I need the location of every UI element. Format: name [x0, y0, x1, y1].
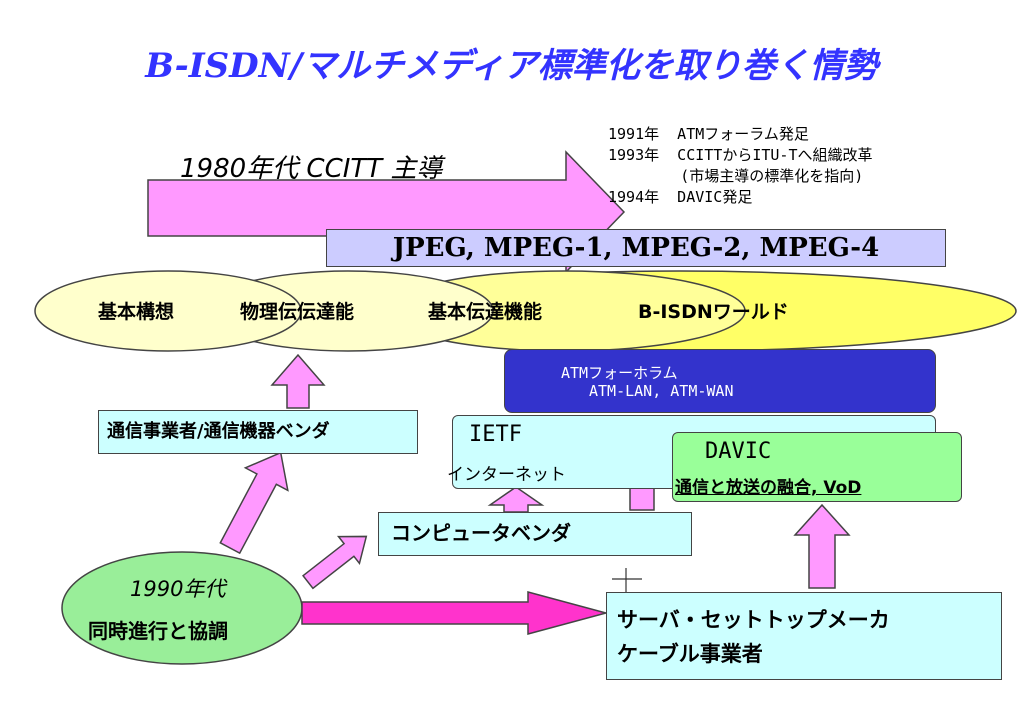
atm-line2: ATM-LAN, ATM-WAN	[589, 382, 734, 400]
era-1990-sub-label: 同時進行と協調	[88, 619, 228, 643]
up-arrow-davic	[793, 503, 851, 589]
concept-ellipse	[34, 270, 302, 352]
server-line2: ケーブル事業者	[617, 642, 763, 666]
internet-label: インターネット	[447, 465, 566, 485]
history-item: (市場主導の標準化を指向)	[608, 167, 864, 185]
davic-label: DAVIC	[705, 439, 772, 464]
diagonal-arrow-computer	[302, 535, 368, 590]
era-1990-label: 1990年代	[130, 577, 226, 601]
physical-label: 物理伝伝達能	[240, 301, 355, 323]
history-item: 1993年 CCITTからITU-Tへ組織改革	[608, 146, 873, 164]
carrier-vendor-box: 通信事業者/通信機器ベンダ	[98, 410, 418, 454]
concept-label: 基本構想	[98, 301, 175, 323]
atm-forum-box: ATMフォーホラム ATM-LAN, ATM-WAN	[504, 349, 936, 413]
basic-function-label: 基本伝達機能	[428, 301, 543, 323]
computer-vendor-box: コンピュータベンダ	[378, 512, 692, 556]
ietf-label: IETF	[469, 422, 522, 447]
history-item: 1991年 ATMフォーラム発足	[608, 125, 809, 143]
era-1980-label: 1980年代 CCITT 主導	[180, 154, 443, 184]
atm-line1: ATMフォーホラム	[561, 364, 678, 382]
server-maker-box: サーバ・セットトップメーカ ケーブル事業者	[606, 592, 1002, 680]
history-item: 1994年 DAVIC発足	[608, 188, 753, 206]
b-isdn-world-label: B-ISDNワールド	[638, 301, 789, 323]
up-arrow-carrier	[270, 353, 326, 409]
page-title: B-ISDN/マルチメディア標準化を取り巻く情勢	[145, 46, 878, 86]
standards-bar: JPEG, MPEG-1, MPEG-2, MPEG-4	[326, 229, 946, 267]
up-arrow-ietf	[487, 486, 545, 513]
davic-box: DAVIC 通信と放送の融合, VoD	[672, 432, 962, 502]
era-1990-ellipse	[61, 551, 303, 665]
diagonal-arrow-carrier	[219, 451, 289, 555]
davic-sub-label: 通信と放送の融合, VoD	[675, 478, 862, 498]
server-line1: サーバ・セットトップメーカ	[617, 608, 890, 632]
horizontal-arrow-server	[301, 591, 609, 635]
